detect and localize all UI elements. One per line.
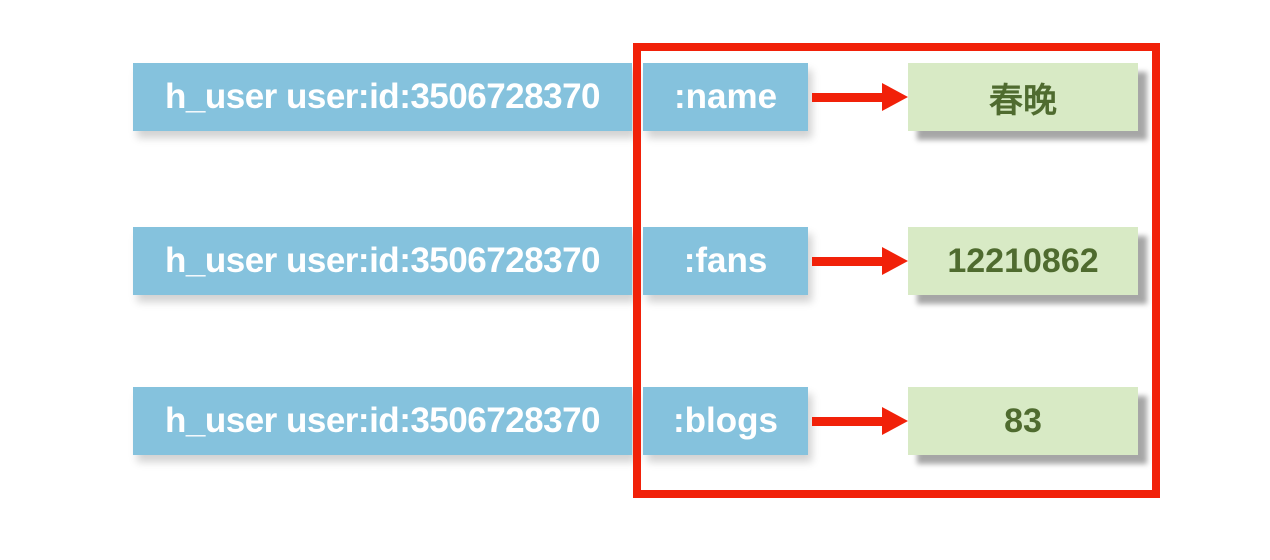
arrow-right-icon (810, 227, 908, 295)
hash-row: h_user user:id:3506728370 :name 春晚 (0, 63, 1270, 131)
arrow-right-icon (810, 387, 908, 455)
hash-row: h_user user:id:3506728370 :blogs 83 (0, 387, 1270, 455)
arrow-line (812, 417, 884, 426)
hash-field-box: :name (643, 63, 808, 131)
redis-key-box: h_user user:id:3506728370 (133, 63, 632, 131)
hash-row: h_user user:id:3506728370 :fans 12210862 (0, 227, 1270, 295)
arrow-right-icon (810, 63, 908, 131)
redis-key-box: h_user user:id:3506728370 (133, 387, 632, 455)
hash-value-box: 12210862 (908, 227, 1138, 295)
arrow-head (882, 407, 908, 435)
arrow-line (812, 257, 884, 266)
arrow-head (882, 83, 908, 111)
hash-value-box: 83 (908, 387, 1138, 455)
arrow-head (882, 247, 908, 275)
hash-field-box: :fans (643, 227, 808, 295)
hash-value-box: 春晚 (908, 63, 1138, 131)
redis-key-box: h_user user:id:3506728370 (133, 227, 632, 295)
arrow-line (812, 93, 884, 102)
hash-field-box: :blogs (643, 387, 808, 455)
